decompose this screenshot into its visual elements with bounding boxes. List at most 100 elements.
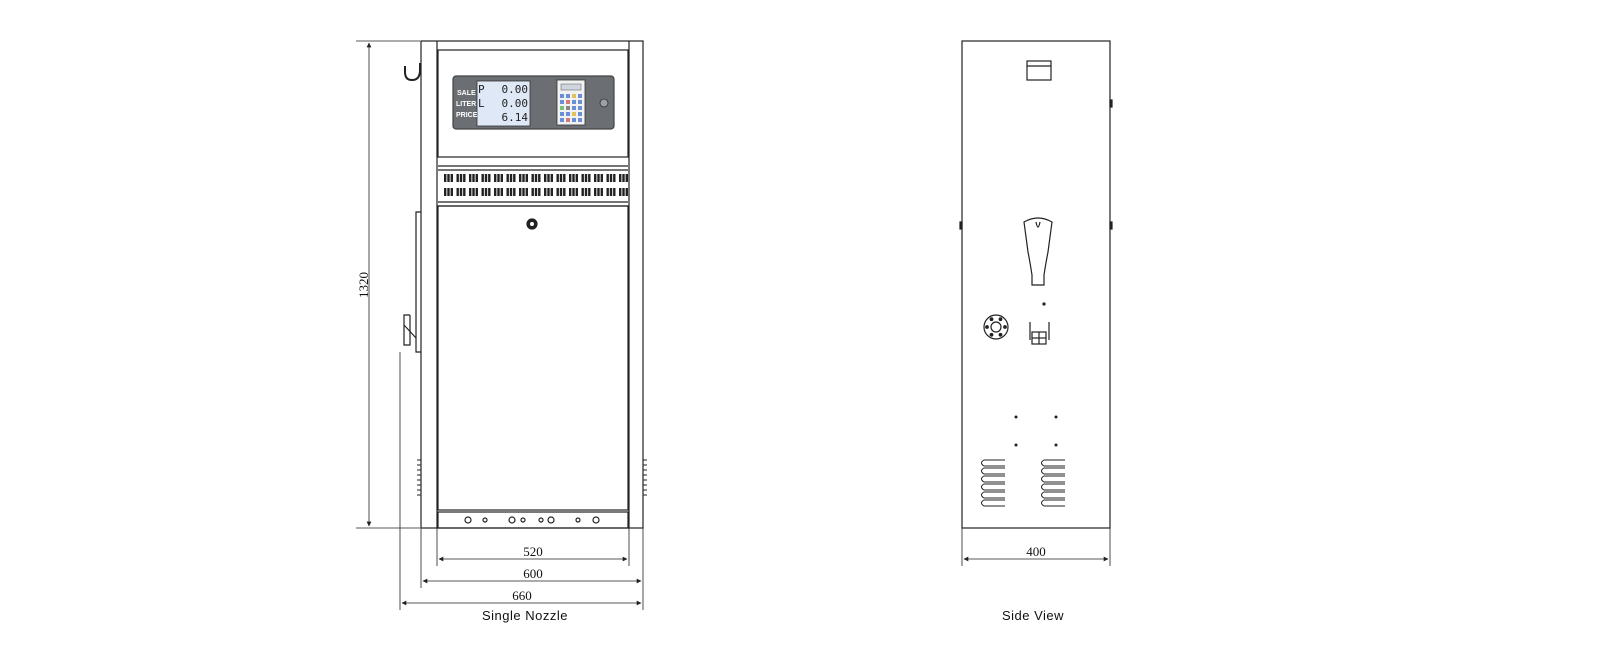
prefix-liter: L [478,97,485,110]
door-lock-core [530,222,534,226]
grille-slot [459,174,463,182]
grille-slot [575,174,578,182]
grille-slot [609,174,613,182]
grille-slot [459,188,463,196]
grille-slot [447,174,450,182]
base-hole [547,516,555,524]
grille-slot [506,174,509,182]
grille-slot [456,174,459,182]
keypad-key [566,112,570,116]
louver-slot [981,483,1005,491]
grille-slot [500,188,503,196]
grille-slot [509,174,513,182]
front-view [403,40,647,529]
grille-slot [444,188,447,196]
grille-slot [463,174,466,182]
keypad-key [572,94,576,98]
flange-bolt [998,317,1003,322]
grille-slot [575,188,578,196]
grille-slot [519,174,522,182]
grille-slot [500,174,503,182]
grille-slot [584,188,588,196]
grille-slot [625,188,628,196]
side-flange-inner [990,321,1002,333]
side-view [959,40,1113,529]
dim-height-label: 1320 [356,272,371,298]
side-cabinet-outline [961,40,1111,529]
keypad-key [566,118,570,122]
base-holes [464,516,600,524]
grille-slot [597,174,600,182]
base-hole [592,516,600,524]
grille-slot [472,174,475,182]
keypad-key [566,94,570,98]
grille-slot [513,174,516,182]
grille-slot [594,188,597,196]
dim-520-label: 520 [523,544,543,559]
grille-slot [506,188,509,196]
grille-slot [525,174,528,182]
side-bracket [415,211,421,353]
grille-slot [484,188,488,196]
grille-slot [606,174,609,182]
lower-door [437,205,629,511]
louver-slot [981,459,1005,467]
value-price: 6.14 [502,111,529,124]
louver-slot [1041,499,1065,507]
base-hole [575,517,581,523]
grille-slot [481,188,484,196]
grille-slot [619,188,622,196]
grille-slot [488,188,491,196]
grille-slot [572,174,575,182]
grille-slot [594,174,597,182]
display-housing [437,49,629,158]
keypad-key [560,112,564,116]
grille-slot [581,174,584,182]
keypad-key [572,100,576,104]
grille-slot [625,174,628,182]
keypad-key [572,112,576,116]
grille-slot [569,188,572,196]
side-valve-posts [1029,322,1050,340]
screw-dot [1054,415,1058,419]
louver-slot [1041,491,1065,499]
grille-slot [488,174,491,182]
side-top-bracket [1026,60,1052,81]
louver-slot [981,475,1005,483]
grille-slot [559,188,563,196]
grille-slot [494,188,497,196]
grille-slot [538,188,541,196]
keypad-key [578,94,582,98]
side-valve [403,314,411,346]
grille-slot [606,188,609,196]
grille-slot [538,174,541,182]
grille-slot [469,188,472,196]
side-knob-2 [959,221,963,230]
label-price: PRICE [456,112,478,119]
grille-slot [534,188,538,196]
louver-slot [1041,475,1065,483]
base-hole [482,517,488,523]
keypad-key [560,118,564,122]
grille-slot [609,188,613,196]
keypad-key [560,100,564,104]
grille-slot [481,174,484,182]
grille-slot [556,188,559,196]
keypad-keys [560,94,582,122]
screw-dot [1054,443,1058,447]
label-sale: SALE [457,90,476,97]
keypad-key [572,106,576,110]
grille-slot [559,174,563,182]
grille-slot [588,174,591,182]
grille-slot [563,174,566,182]
base-hole [520,517,526,523]
keypad-key [578,112,582,116]
flange-bolts [985,317,1007,337]
holster-dot [1042,302,1046,306]
prefix-sale: P [478,83,485,96]
grille-slot [463,188,466,196]
base-hole [508,516,516,524]
grille-slot [550,188,553,196]
value-liter: 0.00 [502,97,529,110]
keypad-screen [560,83,582,91]
